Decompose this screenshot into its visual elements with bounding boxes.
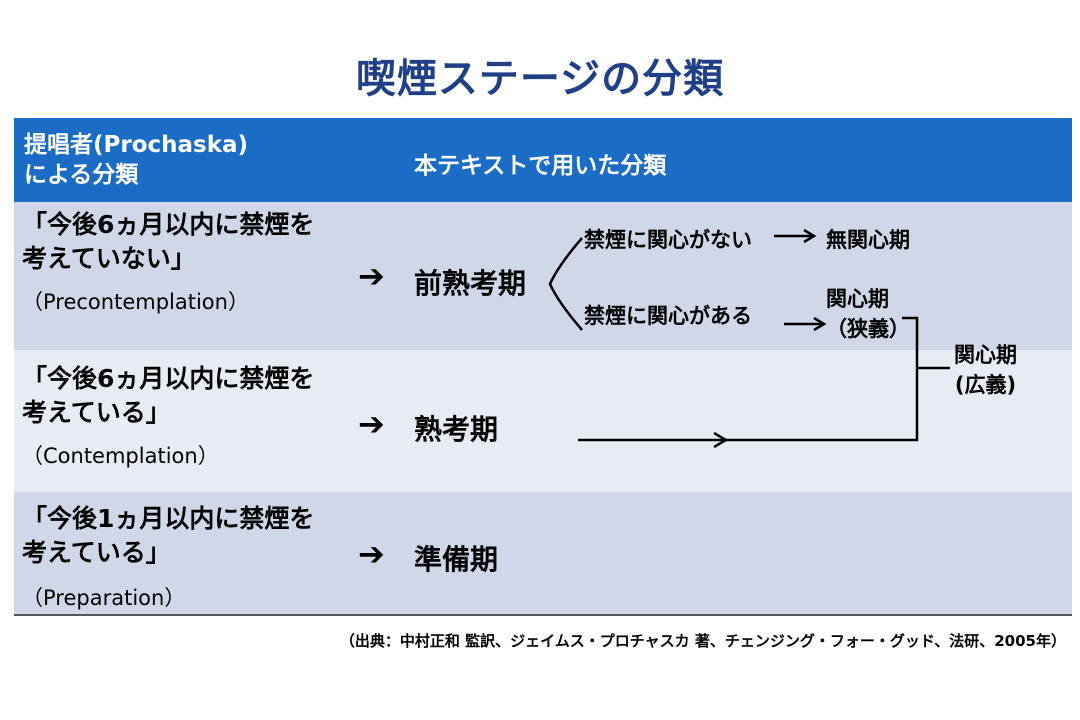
row-english: （Precontemplation） <box>22 290 249 314</box>
row-quote-line1: 「今後6ヵ月以内に禁煙を <box>22 364 315 393</box>
stage-contemplation: 熟考期 <box>414 413 499 446</box>
stage-interest-broad-line1: 関心期 <box>954 343 1017 367</box>
header-prochaska-line2: による分類 <box>24 162 139 188</box>
table-header: 提唱者(Prochaska) による分類 本テキストで用いた分類 <box>14 118 1072 202</box>
row-quote-line2: 考えている」 <box>22 538 171 567</box>
page-title: 喫煙ステージの分類 <box>355 56 725 102</box>
stage-no-interest: 無関心期 <box>826 228 910 252</box>
stage-preparation: 準備期 <box>414 543 499 576</box>
stage-interest-broad: 関心期 (広義) <box>954 340 1017 400</box>
row-quote-line1: 「今後1ヵ月以内に禁煙を <box>22 504 315 533</box>
row-quote-line1: 「今後6ヵ月以内に禁煙を <box>22 210 315 239</box>
row-quote-line2: 考えている」 <box>22 398 171 427</box>
stage-interest-narrow: 関心期 （狭義） <box>826 284 910 344</box>
arrow-right-icon: ➔ <box>358 535 385 573</box>
stage-interest-narrow-line1: 関心期 <box>826 287 889 311</box>
arrow-right-icon: ➔ <box>358 257 385 295</box>
table-bottom-border <box>14 614 1072 616</box>
header-text-classification: 本テキストで用いた分類 <box>414 153 667 179</box>
stage-precontemplation: 前熟考期 <box>414 267 527 300</box>
arrow-right-icon: ➔ <box>358 405 385 443</box>
row-english: （Preparation） <box>22 586 186 610</box>
header-prochaska: 提唱者(Prochaska) による分類 <box>24 130 248 190</box>
source-citation: （出典：中村正和 監訳、ジェイムス・プロチャスカ 著、チェンジング・フォー・グッ… <box>339 632 1066 650</box>
row-quote: 「今後6ヵ月以内に禁煙を 考えていない」 <box>22 208 314 276</box>
branch-no-interest: 禁煙に関心がない <box>584 228 752 252</box>
table-row-contemplation: 「今後6ヵ月以内に禁煙を 考えている」 （Contemplation） ➔ 熟考… <box>14 350 1072 492</box>
stage-interest-broad-line2: (広義) <box>954 373 1017 397</box>
row-quote: 「今後6ヵ月以内に禁煙を 考えている」 <box>22 362 314 430</box>
row-english: （Contemplation） <box>22 444 219 468</box>
row-quote-line2: 考えていない」 <box>22 244 196 273</box>
table-row-preparation: 「今後1ヵ月以内に禁煙を 考えている」 （Preparation） ➔ 準備期 <box>14 492 1072 614</box>
table-row-precontemplation: 「今後6ヵ月以内に禁煙を 考えていない」 （Precontemplation） … <box>14 202 1072 350</box>
stage-interest-narrow-line2: （狭義） <box>826 317 910 341</box>
header-prochaska-line1: 提唱者(Prochaska) <box>24 132 249 158</box>
branch-interest: 禁煙に関心がある <box>584 304 752 328</box>
row-quote: 「今後1ヵ月以内に禁煙を 考えている」 <box>22 502 314 570</box>
